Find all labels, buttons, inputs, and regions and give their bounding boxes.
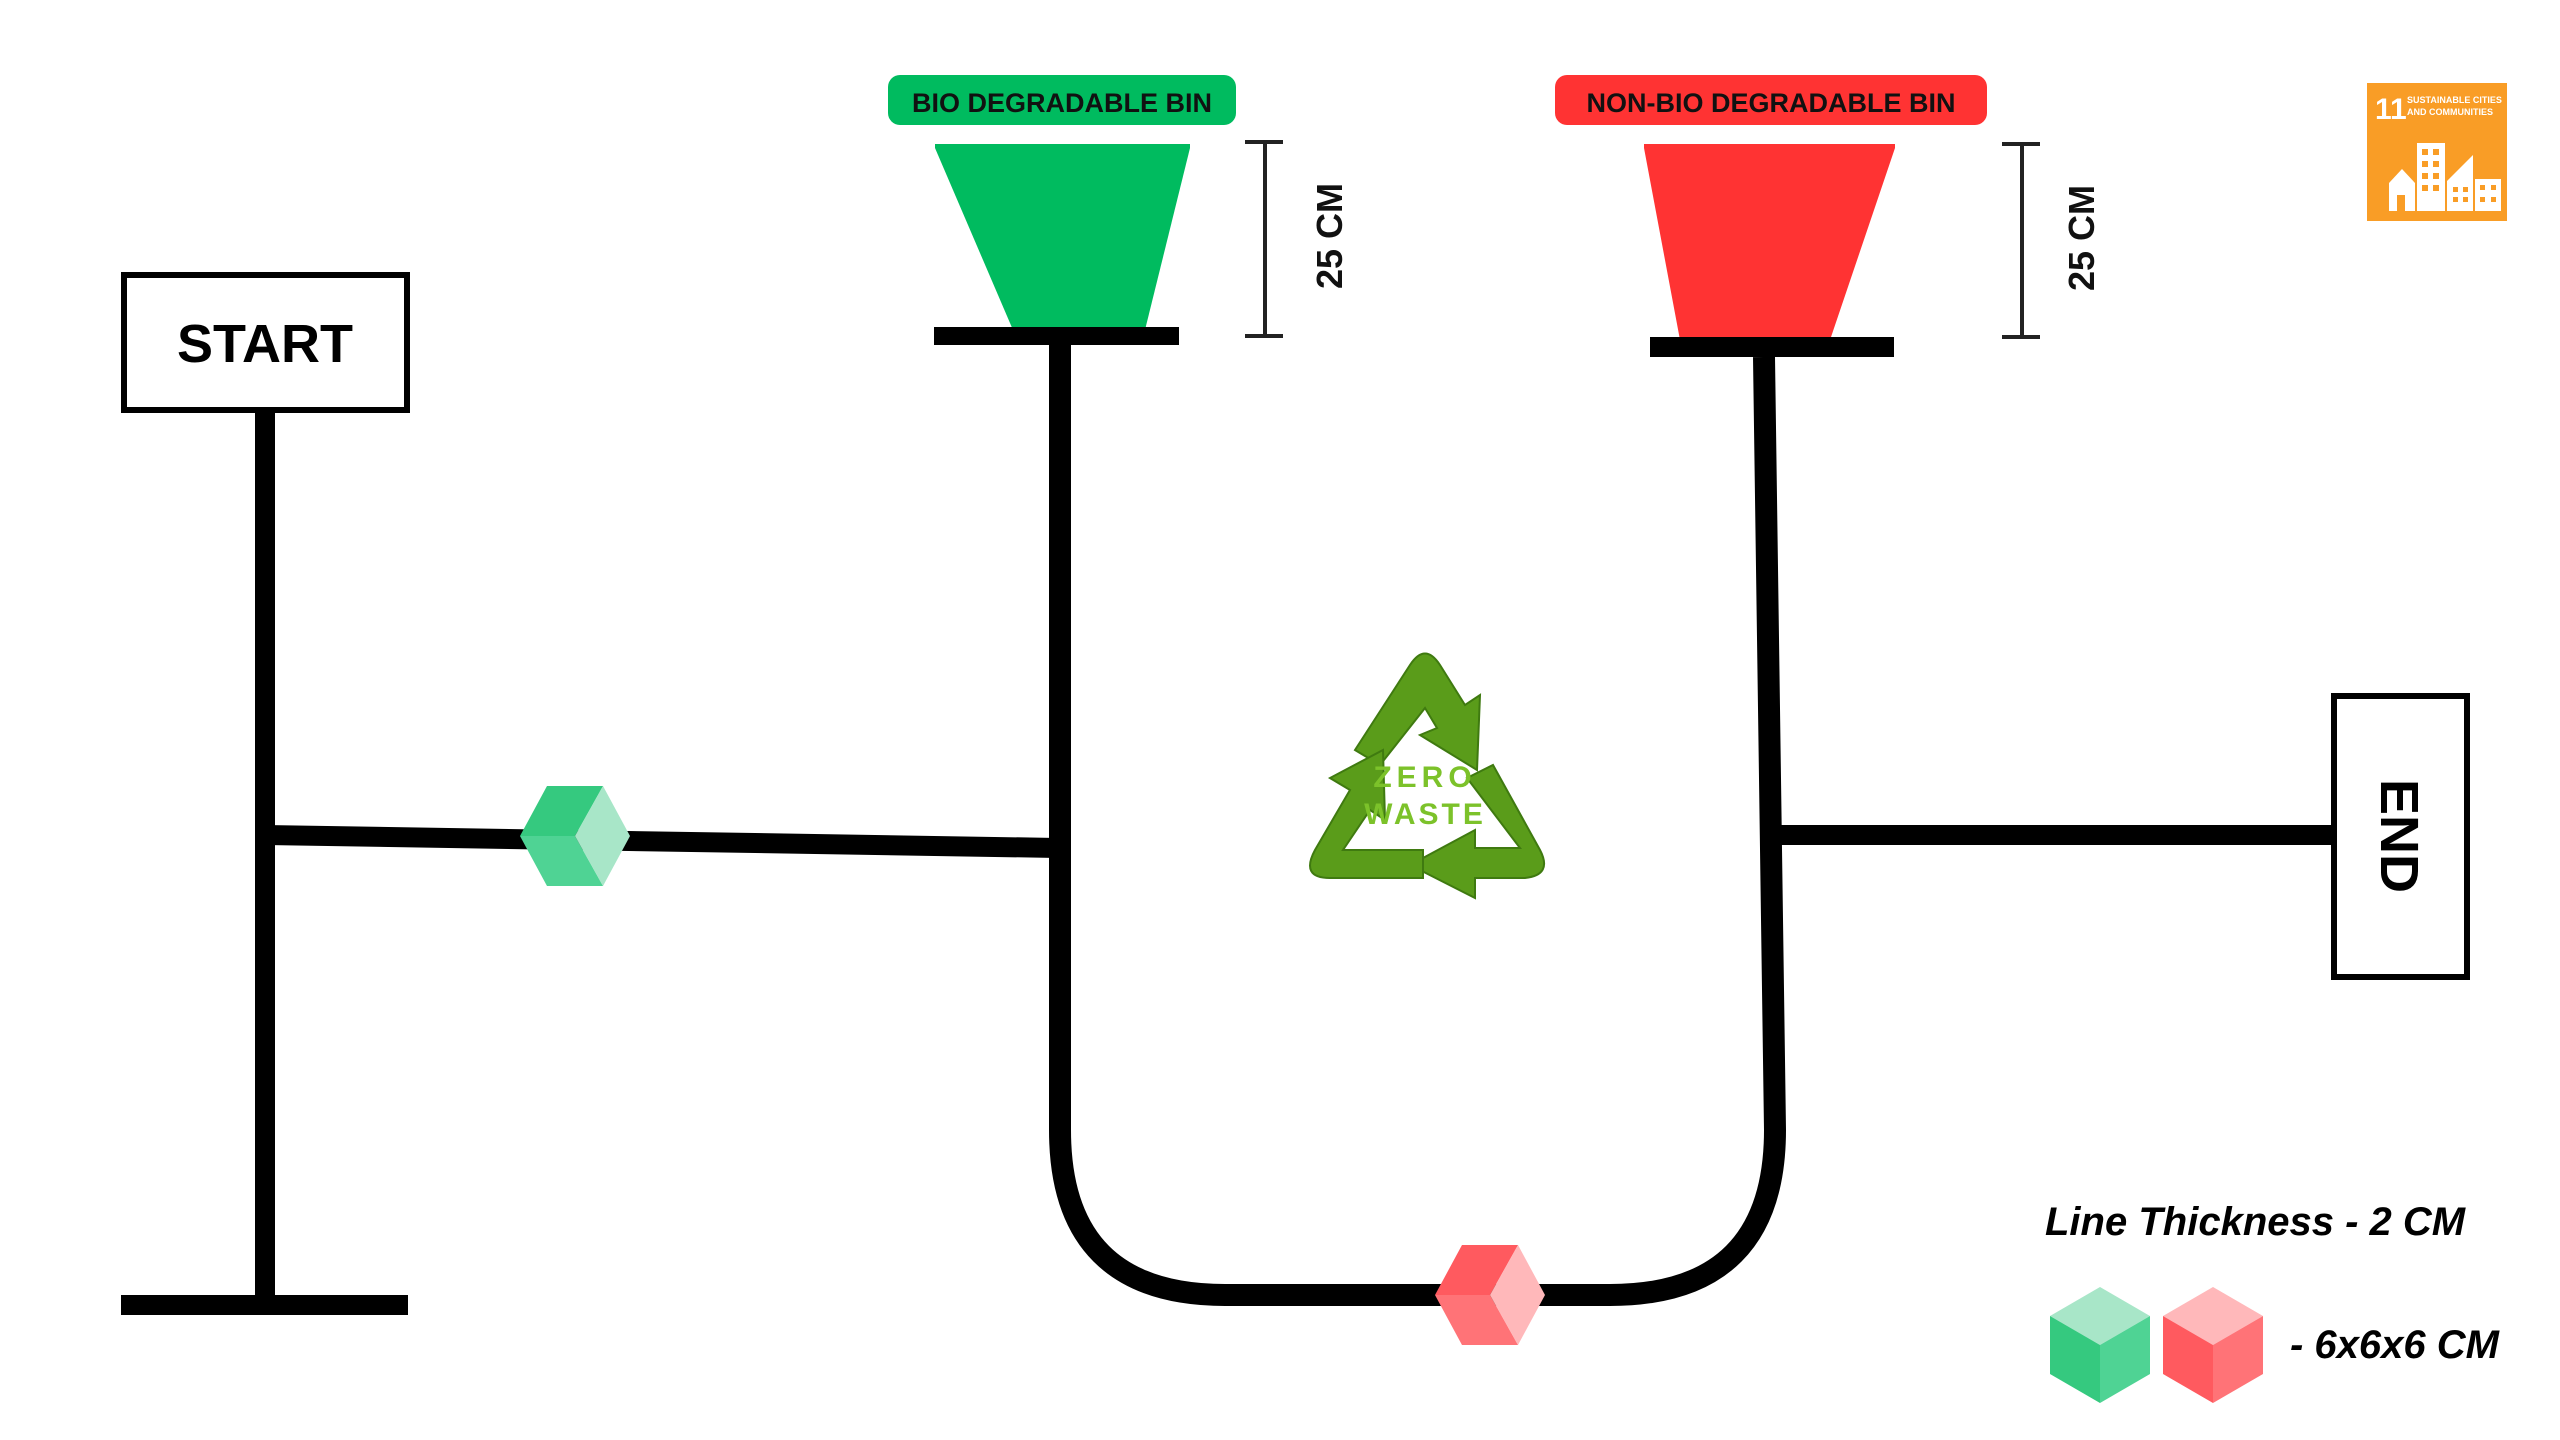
nonbio-bin-group: NON-BIO DEGRADABLE BIN 25 CM: [1555, 75, 2102, 357]
red-cube-left-face: [1435, 1295, 1518, 1345]
bio-bin-label-pill: [888, 75, 1236, 125]
green-cube-right-face: [575, 786, 630, 886]
nonbio-bin-height-label: 25 CM: [2061, 185, 2102, 291]
start-box: [121, 272, 410, 413]
nonbio-bin-dimension: 25 CM: [2002, 142, 2102, 339]
bio-bin-dimension: 25 CM: [1245, 140, 1350, 338]
legend: Line Thickness - 2 CM - 6x6x6 CM: [2045, 1200, 2501, 1403]
recycle-icon: [1309, 652, 1545, 900]
legend-line-thickness: Line Thickness - 2 CM: [2045, 1200, 2467, 1244]
nonbio-bin-label-pill: [1555, 75, 1987, 125]
sdg-11-badge: 11 SUSTAINABLE CITIES AND COMMUNITIES: [2367, 83, 2507, 221]
bio-bin-height-label: 25 CM: [1309, 183, 1350, 289]
red-cube: [1435, 1245, 1545, 1345]
green-cube-left-face: [520, 836, 603, 886]
nonbio-bin-base-bar: [1650, 337, 1894, 357]
bio-bin: [935, 144, 1190, 330]
bio-bin-label: BIO DEGRADABLE BIN: [912, 88, 1212, 118]
bio-bin-base-bar: [934, 327, 1179, 345]
red-cube-right-face: [1490, 1245, 1545, 1345]
sdg-11-city-icon: [2389, 143, 2501, 211]
sdg-11-text-line1: SUSTAINABLE CITIES: [2407, 95, 2502, 105]
green-cube: [520, 786, 630, 886]
sdg-11-number: 11: [2375, 93, 2407, 126]
end-label: END: [2369, 779, 2429, 893]
nonbio-bin: [1644, 144, 1895, 340]
end-branch-line: [1768, 825, 2334, 845]
start-post-line: [255, 410, 275, 1305]
sdg-11-text-line2: AND COMMUNITIES: [2407, 107, 2493, 117]
bio-bin-group: BIO DEGRADABLE BIN 25 CM: [888, 75, 1350, 345]
legend-green-cube: [2050, 1287, 2150, 1403]
nonbio-bin-label: NON-BIO DEGRADABLE BIN: [1587, 88, 1956, 118]
legend-cube-size: - 6x6x6 CM: [2290, 1323, 2501, 1367]
legend-red-cube: [2163, 1287, 2263, 1403]
bottom-u-path: [1049, 340, 1787, 1306]
end-sign: END: [2331, 693, 2470, 980]
zero-waste-logo: ZERO WASTE: [1309, 652, 1545, 900]
start-branch-line: [265, 825, 1058, 858]
red-cube-top-face: [1435, 1245, 1518, 1295]
zero-waste-line1: ZERO: [1373, 761, 1476, 794]
start-sign: START: [121, 272, 410, 1315]
start-label: START: [177, 314, 353, 374]
zero-waste-line2: WASTE: [1364, 798, 1486, 831]
start-base-bar: [121, 1295, 408, 1315]
green-cube-top-face: [520, 786, 603, 836]
end-box: [2331, 693, 2470, 980]
